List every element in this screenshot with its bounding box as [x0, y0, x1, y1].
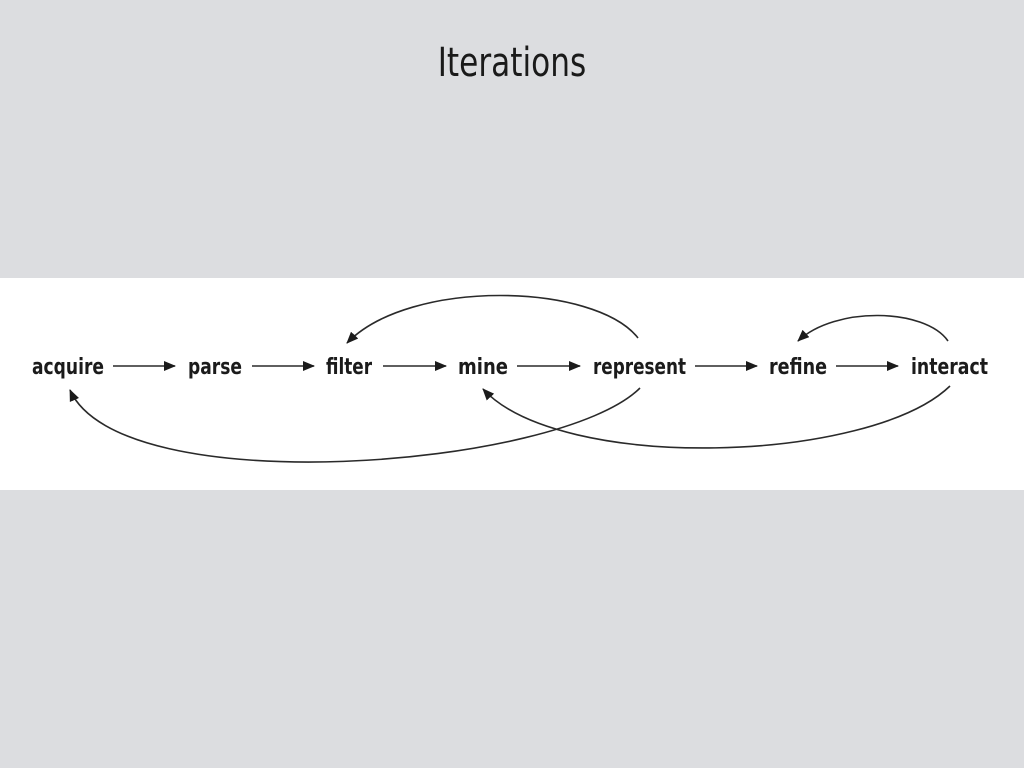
arrow-represent-to-acquire	[69, 387, 641, 463]
process-diagram: acquire parse filter mine represent refi…	[0, 278, 1024, 490]
arrow-represent-to-filter	[346, 294, 639, 344]
node-interact: interact	[911, 355, 988, 380]
node-parse: parse	[188, 355, 242, 380]
node-filter: filter	[326, 355, 372, 380]
arrow-interact-to-refine	[797, 314, 949, 342]
arrow-interact-to-mine	[482, 385, 951, 449]
node-represent: represent	[593, 355, 686, 380]
slide-title: Iterations	[437, 40, 587, 86]
diagram-canvas: acquire parse filter mine represent refi…	[32, 294, 988, 463]
node-refine: refine	[769, 355, 827, 380]
node-acquire: acquire	[32, 355, 104, 380]
node-mine: mine	[458, 355, 508, 380]
